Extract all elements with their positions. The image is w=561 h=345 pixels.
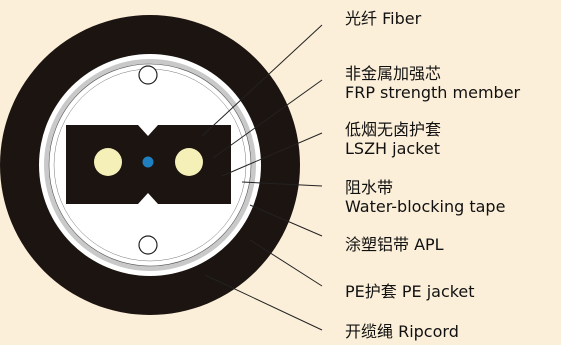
label-ripcord-line-1: 开缆绳 Ripcord <box>345 322 459 341</box>
label-fiber-line-1: 光纤 Fiber <box>345 9 422 28</box>
leader-line-pe <box>249 239 323 287</box>
label-lszh-jacket: 低烟无卤护套 LSZH jacket <box>345 120 441 158</box>
ripcord-bottom <box>138 235 158 255</box>
leader-line-frp <box>212 79 323 159</box>
label-tape-line-1: 阻水带 <box>345 178 394 197</box>
leader-line-tape <box>241 181 323 187</box>
label-pe-jacket: PE护套 PE jacket <box>345 282 475 301</box>
frp-strength-member-left <box>94 148 122 176</box>
leader-line-apl <box>249 204 323 237</box>
label-apl: 涂塑铝带 APL <box>345 235 444 254</box>
label-fiber: 光纤 Fiber <box>345 9 421 28</box>
label-lszh-line-1: 低烟无卤护套 <box>345 120 442 139</box>
leader-line-lszh <box>221 132 323 177</box>
label-frp-line-2: FRP strength member <box>345 83 521 102</box>
label-frp-strength-member: 非金属加强芯 FRP strength member <box>345 64 520 102</box>
leader-line-fiber <box>201 24 323 137</box>
label-pe-line-1: PE护套 PE jacket <box>345 282 475 301</box>
leader-line-ripcord <box>204 274 323 331</box>
ripcord-top <box>138 65 158 85</box>
label-frp-line-1: 非金属加强芯 <box>345 64 442 83</box>
label-water-blocking-tape: 阻水带 Water-blocking tape <box>345 178 505 216</box>
label-lszh-line-2: LSZH jacket <box>345 139 441 158</box>
leader-lines <box>201 24 323 331</box>
fiber-core <box>142 156 154 168</box>
frp-strength-member-right <box>175 148 203 176</box>
label-tape-line-2: Water-blocking tape <box>345 197 506 216</box>
label-ripcord: 开缆绳 Ripcord <box>345 322 459 341</box>
label-apl-line-1: 涂塑铝带 APL <box>345 235 444 254</box>
